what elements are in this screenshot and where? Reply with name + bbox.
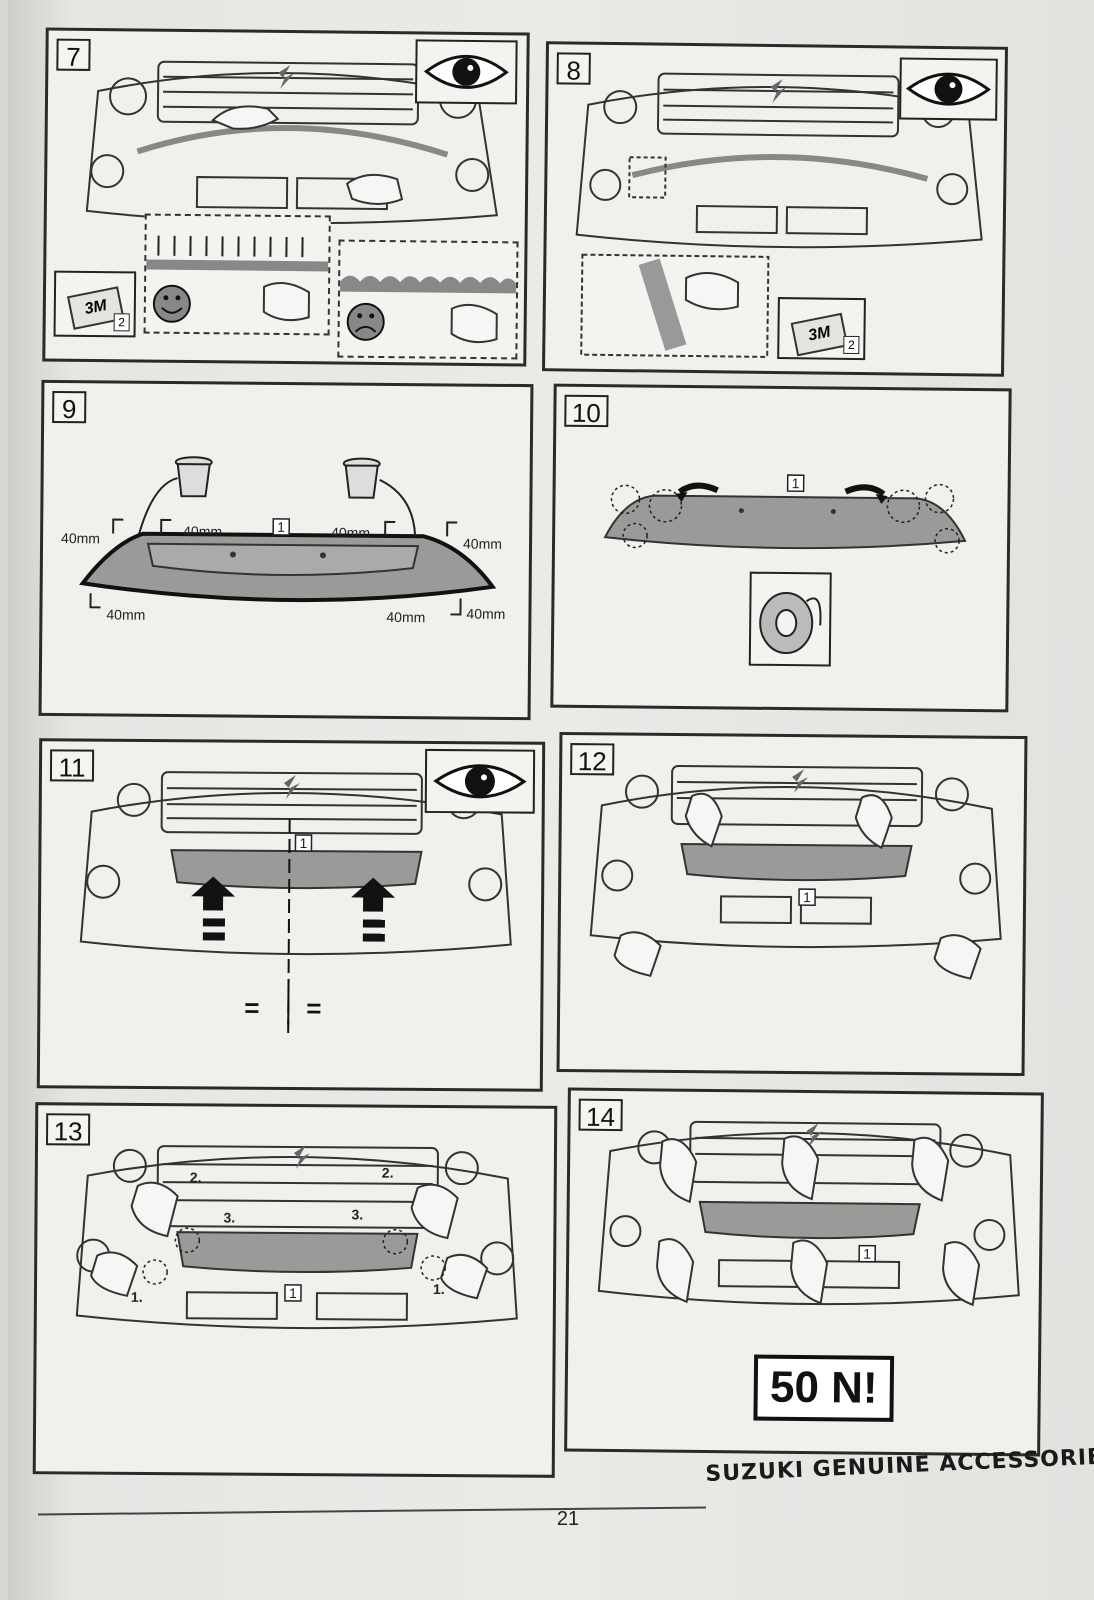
order-label: 2. bbox=[382, 1165, 394, 1181]
part-ref: 1 bbox=[803, 889, 811, 905]
part-ref-box bbox=[284, 1284, 302, 1302]
step-7-panel: 7 3M 2 bbox=[42, 27, 530, 367]
press-arrows bbox=[157, 235, 304, 258]
manual-page: 7 3M 2 bbox=[8, 0, 1094, 1600]
tape-roll-icon bbox=[748, 571, 832, 667]
grille-strip bbox=[603, 494, 967, 550]
car-front-drawing bbox=[79, 771, 512, 956]
hand-drawing bbox=[613, 792, 982, 980]
step-14-illustration: 1 bbox=[597, 1120, 1020, 1307]
step-10-panel: 10 1 bbox=[550, 383, 1012, 713]
part-ref-box bbox=[786, 474, 805, 492]
car-front-drawing bbox=[75, 1145, 518, 1330]
smiley-sad-icon bbox=[346, 302, 385, 341]
logo-mark bbox=[806, 1123, 823, 1148]
equal-left: = bbox=[244, 993, 259, 1023]
step-8-illustration bbox=[575, 57, 998, 358]
logo-mark bbox=[283, 775, 300, 799]
order-label: 2. bbox=[190, 1169, 202, 1185]
force-label: 50 N! bbox=[753, 1354, 895, 1422]
logo-mark bbox=[770, 79, 787, 103]
equal-right: = bbox=[306, 993, 321, 1023]
grille-strip bbox=[176, 1231, 419, 1274]
hand-drawing bbox=[211, 105, 404, 205]
step-11-panel: 11 1 = = bbox=[36, 738, 546, 1092]
hand-drawing bbox=[90, 1181, 489, 1300]
hand-drawing bbox=[450, 303, 498, 344]
step-7-illustration bbox=[85, 39, 518, 225]
dim-label: 40mm bbox=[183, 523, 222, 539]
step-13-illustration: 1 1. 2. 3. 1. 2. 3. bbox=[75, 1145, 518, 1330]
arrow-up-icon bbox=[191, 876, 396, 942]
part-ref-box bbox=[272, 518, 291, 536]
step-14-panel: 14 1 50 N! bbox=[564, 1087, 1044, 1457]
logo-mark bbox=[278, 65, 295, 89]
step-11-illustration: 1 = = bbox=[79, 748, 536, 1033]
part-ref-box bbox=[798, 888, 816, 906]
part-ref-box bbox=[858, 1244, 877, 1263]
eye-icon bbox=[899, 57, 998, 121]
logo-mark bbox=[792, 769, 809, 794]
dim-label: 40mm bbox=[386, 609, 425, 625]
step-8-panel: 8 bbox=[542, 41, 1008, 377]
dim-label: 40mm bbox=[61, 530, 100, 546]
part-ref: 1 bbox=[277, 519, 285, 535]
hand-drawing bbox=[656, 1135, 981, 1307]
order-label: 1. bbox=[433, 1281, 445, 1297]
part-ref: 1 bbox=[289, 1285, 297, 1301]
dim-label: 40mm bbox=[331, 524, 370, 540]
part-ref: 1 bbox=[863, 1246, 871, 1262]
smiley-happy-icon bbox=[152, 284, 191, 323]
grille-strip bbox=[170, 849, 423, 890]
part-ref-box bbox=[294, 834, 313, 852]
trash-bin-icon bbox=[174, 456, 381, 499]
order-label: 3. bbox=[351, 1206, 363, 1222]
part-ref: 1 bbox=[299, 835, 307, 851]
order-label: 1. bbox=[131, 1289, 143, 1305]
eye-icon bbox=[424, 748, 536, 814]
tape-detail-box bbox=[580, 253, 770, 358]
part-ref: 2 bbox=[843, 335, 860, 355]
step-9-illustration: 1 40mm 40mm 40mm 40mm 40mm 40mm 40mm bbox=[61, 456, 505, 625]
dim-label: 40mm bbox=[106, 606, 145, 622]
bad-detail-box bbox=[337, 239, 519, 360]
grille-strip bbox=[698, 1200, 921, 1240]
grille-strip bbox=[680, 843, 913, 882]
eye-icon bbox=[414, 39, 518, 105]
dim-label: 40mm bbox=[463, 536, 502, 552]
dim-label: 40mm bbox=[466, 606, 505, 622]
3m-tape-badge: 3M 2 bbox=[777, 297, 866, 361]
step-12-panel: 12 1 bbox=[556, 731, 1028, 1077]
logo-mark bbox=[293, 1145, 310, 1170]
page-number: 21 bbox=[556, 1508, 580, 1530]
footer-rule bbox=[38, 1506, 706, 1516]
good-detail-box bbox=[143, 213, 331, 336]
part-ref: 1 bbox=[792, 475, 800, 491]
3m-label: 3M bbox=[790, 312, 849, 357]
hand-drawing bbox=[684, 272, 740, 311]
step-13-panel: 13 1 1. bbox=[32, 1102, 558, 1478]
step-12-illustration: 1 bbox=[589, 765, 1002, 980]
3m-tape-badge: 3M 2 bbox=[53, 270, 137, 338]
step-10-illustration: 1 bbox=[603, 474, 967, 667]
center-line bbox=[287, 818, 291, 1033]
part-ref: 2 bbox=[113, 313, 130, 332]
car-front-drawing bbox=[589, 765, 1002, 949]
hand-drawing bbox=[262, 281, 311, 322]
step-9-panel: 9 1 40mm 40mm 40mm 40mm 40mm 40mm 40m bbox=[38, 379, 534, 721]
order-label: 3. bbox=[223, 1209, 235, 1225]
